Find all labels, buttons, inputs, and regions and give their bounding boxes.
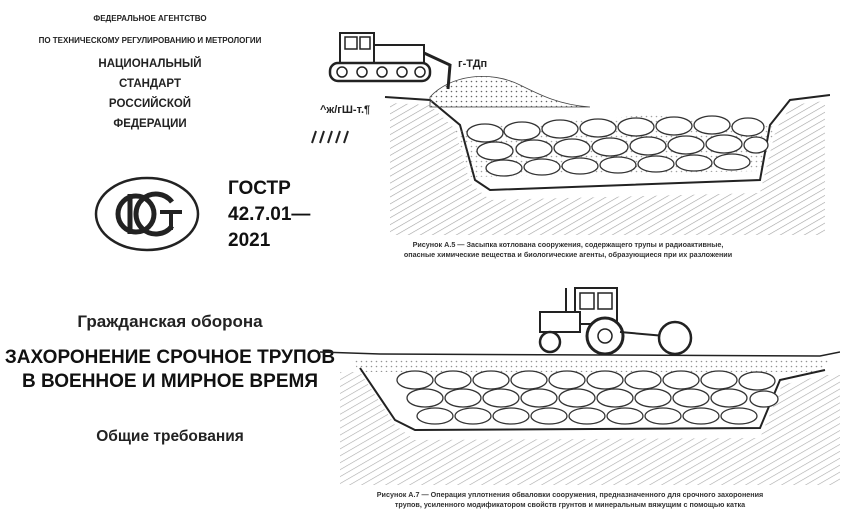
national-line: РОССИЙСКОЙ <box>108 98 192 110</box>
caption-line: Рисунок А.5 — Засыпка котлована сооружен… <box>412 240 724 249</box>
title-line-2: В ВОЕННОЕ И МИРНОЕ ВРЕМЯ <box>22 371 318 392</box>
standard-label: ГОСТР <box>228 178 291 199</box>
rst-logo-icon <box>94 176 200 252</box>
agency-name: ФЕДЕРАЛЬНОЕ АГЕНТСТВО ПО ТЕХНИЧЕСКОМУ РЕ… <box>0 8 300 52</box>
document-title: ЗАХОРОНЕНИЕ СРОЧНОЕ ТРУПОВ В ВОЕННОЕ И М… <box>0 346 340 394</box>
document-subtitle: Общие требования <box>96 428 244 445</box>
agency-line-2: ПО ТЕХНИЧЕСКОМУ РЕГУЛИРОВАНИЮ И МЕТРОЛОГ… <box>38 36 262 45</box>
figure-a7 <box>319 280 841 485</box>
standard-code: 42.7.01— <box>228 204 311 225</box>
agency-line-1: ФЕДЕРАЛЬНОЕ АГЕНТСТВО <box>93 14 207 23</box>
bulldozer-icon <box>328 32 452 90</box>
figure-a5: г-ТДп ^ж/гШ-т.¶ <box>290 5 831 235</box>
national-standard-label: НАЦИОНАЛЬНЫЙ СТАНДАРТ РОССИЙСКОЙ ФЕДЕРАЦ… <box>70 54 230 134</box>
figure-a5-label-2: ^ж/гШ-т.¶ <box>320 104 370 116</box>
tractor-roller-icon <box>538 287 693 356</box>
figure-a7-drawing <box>319 287 841 485</box>
standard-number: ГОСТР 42.7.01— 2021 <box>228 176 310 254</box>
title-line-1: ЗАХОРОНЕНИЕ СРОЧНОЕ ТРУПОВ <box>4 347 336 368</box>
caption-line: трупов, усиленного модификатором свойств… <box>394 500 746 509</box>
document-category: Гражданская оборона <box>77 312 263 331</box>
national-line: ФЕДЕРАЦИИ <box>113 118 187 130</box>
figure-a7-caption: Рисунок А.7 — Операция уплотнения обвало… <box>300 490 840 510</box>
national-line: НАЦИОНАЛЬНЫЙ <box>98 58 202 70</box>
standard-year: 2021 <box>228 230 271 251</box>
figure-a5-drawing: г-ТДп ^ж/гШ-т.¶ <box>311 32 831 235</box>
caption-line: опасные химические вещества и биологичес… <box>403 250 733 259</box>
figure-a5-caption: Рисунок А.5 — Засыпка котлована сооружен… <box>318 240 818 260</box>
figure-a5-label-1: г-ТДп <box>458 58 487 70</box>
national-line: СТАНДАРТ <box>119 78 181 90</box>
caption-line: Рисунок А.7 — Операция уплотнения обвало… <box>376 490 764 499</box>
